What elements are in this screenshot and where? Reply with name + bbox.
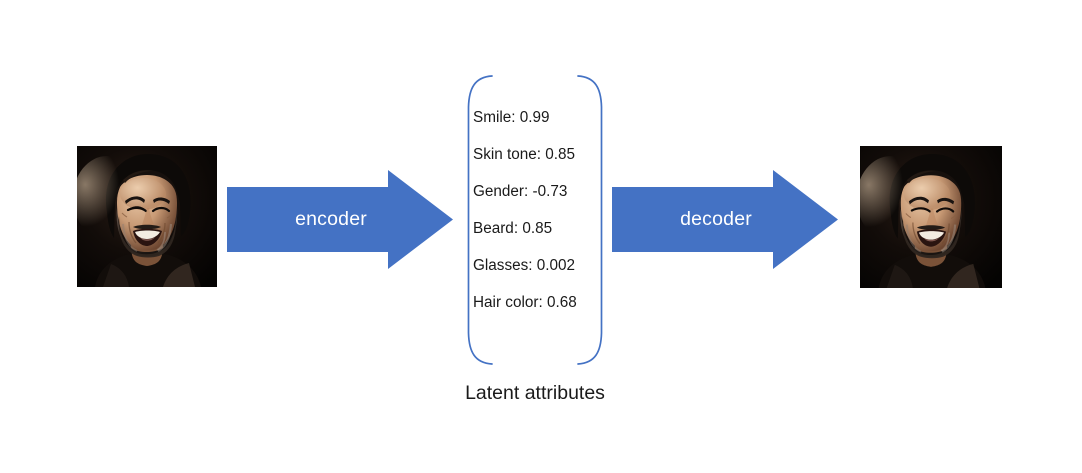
right-bracket-icon xyxy=(577,74,611,366)
latent-attribute-item: Gender: -0.73 xyxy=(473,183,568,200)
latent-attributes-caption: Latent attributes xyxy=(465,382,605,404)
input-face-image xyxy=(77,146,217,287)
left-bracket-icon xyxy=(459,74,493,366)
latent-attribute-item: Skin tone: 0.85 xyxy=(473,146,576,163)
encoder-arrow: encoder xyxy=(227,170,453,269)
latent-attribute-item: Hair color: 0.68 xyxy=(473,294,577,311)
latent-attribute-item: Glasses: 0.002 xyxy=(473,257,576,274)
latent-attribute-list: Smile: 0.99 Skin tone: 0.85 Gender: -0.7… xyxy=(473,110,605,332)
latent-attribute-item: Beard: 0.85 xyxy=(473,220,553,237)
latent-attribute-item: Smile: 0.99 xyxy=(473,109,550,126)
latent-attributes-group: Smile: 0.99 Skin tone: 0.85 Gender: -0.7… xyxy=(455,74,615,366)
decoder-arrow: decoder xyxy=(612,170,838,269)
output-face-image xyxy=(860,146,1002,288)
